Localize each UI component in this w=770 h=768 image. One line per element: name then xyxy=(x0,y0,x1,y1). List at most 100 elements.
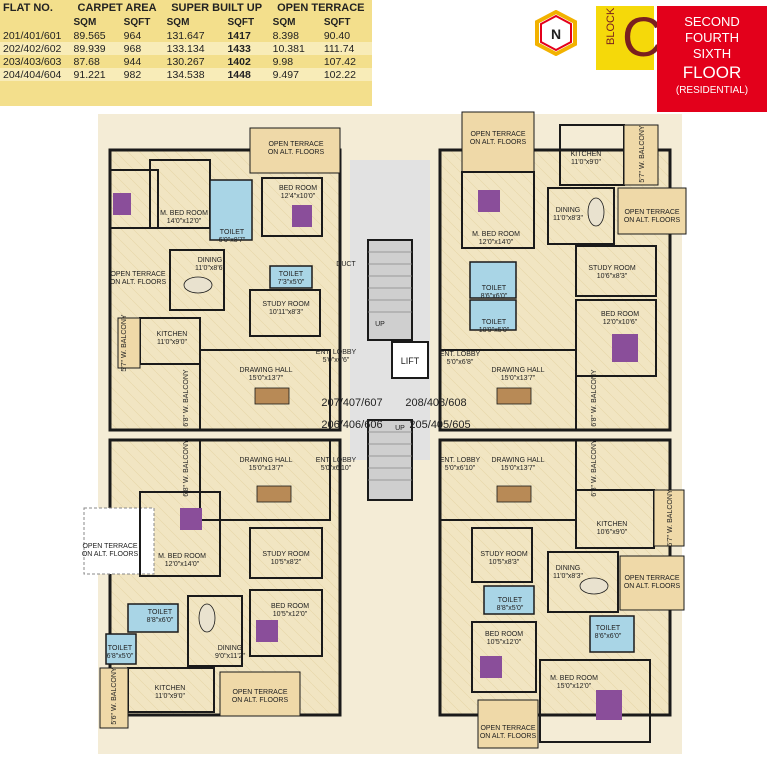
sbu-sqm: 130.267 xyxy=(166,55,205,68)
flat-number-bottom-left: 206/406/606 xyxy=(321,419,382,431)
label-line: 8'8"x5'0" xyxy=(497,605,524,612)
room-bed xyxy=(249,589,323,657)
dining-table xyxy=(587,197,605,227)
table-row: 204/404/604 91.221 982 134.538 1448 9.49… xyxy=(0,68,372,81)
label-line: ON ALT. FLOORS xyxy=(268,149,325,156)
label-line: STUDY ROOM xyxy=(480,551,527,558)
label-line: TOILET xyxy=(279,271,304,278)
label-line: ON ALT. FLOORS xyxy=(624,217,681,224)
table xyxy=(496,485,532,503)
label-up: UP xyxy=(375,321,385,328)
label-up: UP xyxy=(395,425,405,432)
header-open-terrace: OPEN TERRACE xyxy=(277,2,365,14)
label-line: M. BED ROOM xyxy=(472,231,520,238)
header-carpet-area: CARPET AREA xyxy=(77,2,157,14)
room-drawing xyxy=(199,439,331,521)
flat-number: 202/402/602 xyxy=(3,42,62,55)
bed xyxy=(113,193,131,215)
flat-number-bottom-right: 205/405/605 xyxy=(409,419,470,431)
label-line: BED ROOM xyxy=(485,631,523,638)
terrace xyxy=(249,127,341,174)
staircase xyxy=(367,239,413,341)
carpet-sqm: 89.565 xyxy=(73,29,106,42)
bed xyxy=(478,190,500,212)
label-line: 8'8"x6'0" xyxy=(147,617,174,624)
flat-top-left xyxy=(108,127,342,432)
sbu-sqm: 133.134 xyxy=(166,42,205,55)
terrace-sqft: 102.22 xyxy=(323,68,356,81)
flat-bottom-right xyxy=(438,438,685,749)
staircase xyxy=(367,419,413,501)
room-toilet xyxy=(105,633,137,665)
room-toilet xyxy=(469,261,517,299)
flat-number: 203/403/603 xyxy=(3,55,62,68)
label-line: 10'5"x8'3" xyxy=(489,559,520,566)
room-bed xyxy=(471,621,537,693)
label-line: KITCHEN xyxy=(597,521,628,528)
terrace-sqft: 90.40 xyxy=(323,29,351,42)
label-tr-balcony: 5'7" W. BALCONY xyxy=(639,125,646,182)
label-line: KITCHEN xyxy=(155,685,186,692)
carpet-sqft: 982 xyxy=(123,68,142,81)
room-mbed xyxy=(539,659,651,743)
bed xyxy=(256,620,278,642)
sbu-sqft: 1417 xyxy=(227,29,251,42)
room-toilet xyxy=(269,265,313,289)
sub-header: SQFT xyxy=(123,17,151,28)
label-line: DRAWING HALL xyxy=(239,367,292,374)
terrace xyxy=(477,699,539,749)
label-line: 10'5"x8'2" xyxy=(271,559,302,566)
terrace xyxy=(219,671,301,717)
label-line: ON ALT. FLOORS xyxy=(232,697,289,704)
label-lift: LIFT xyxy=(401,356,420,366)
label-line: ON ALT. FLOORS xyxy=(82,551,139,558)
terrace-sqm: 9.98 xyxy=(272,55,294,68)
label-line: BED ROOM xyxy=(601,311,639,318)
sub-header: SQFT xyxy=(323,17,351,28)
room-dining xyxy=(547,187,615,245)
room-mbed xyxy=(461,171,535,249)
label-line: M. BED ROOM xyxy=(550,675,598,682)
label-line: DRAWING HALL xyxy=(491,367,544,374)
label-line: DINING xyxy=(198,257,223,264)
compass-letter: N xyxy=(551,26,561,42)
room-dining xyxy=(547,551,619,613)
label-line: 9'0"x11'2" xyxy=(215,653,246,660)
label-line: 10'6"x8'3" xyxy=(597,273,628,280)
room-toilet xyxy=(209,179,253,241)
label-line: DINING xyxy=(218,645,243,652)
table xyxy=(496,387,532,405)
label-line: 12'0"x14'0" xyxy=(479,239,514,246)
dining-table xyxy=(198,603,216,633)
room-study xyxy=(249,527,323,579)
header-flat-no: FLAT NO. xyxy=(3,2,53,14)
carpet-sqft: 964 xyxy=(123,29,142,42)
label-line: TOILET xyxy=(482,319,507,326)
room-toilet xyxy=(469,299,517,331)
room-drawing xyxy=(439,349,577,431)
label-line: OPEN TERRACE xyxy=(232,689,287,696)
flat-number: 204/404/604 xyxy=(3,68,62,81)
label-line: TOILET xyxy=(148,609,173,616)
label-line: DINING xyxy=(556,207,581,214)
label-line: 5'0"x6'6" xyxy=(323,357,350,364)
bed xyxy=(596,690,622,720)
